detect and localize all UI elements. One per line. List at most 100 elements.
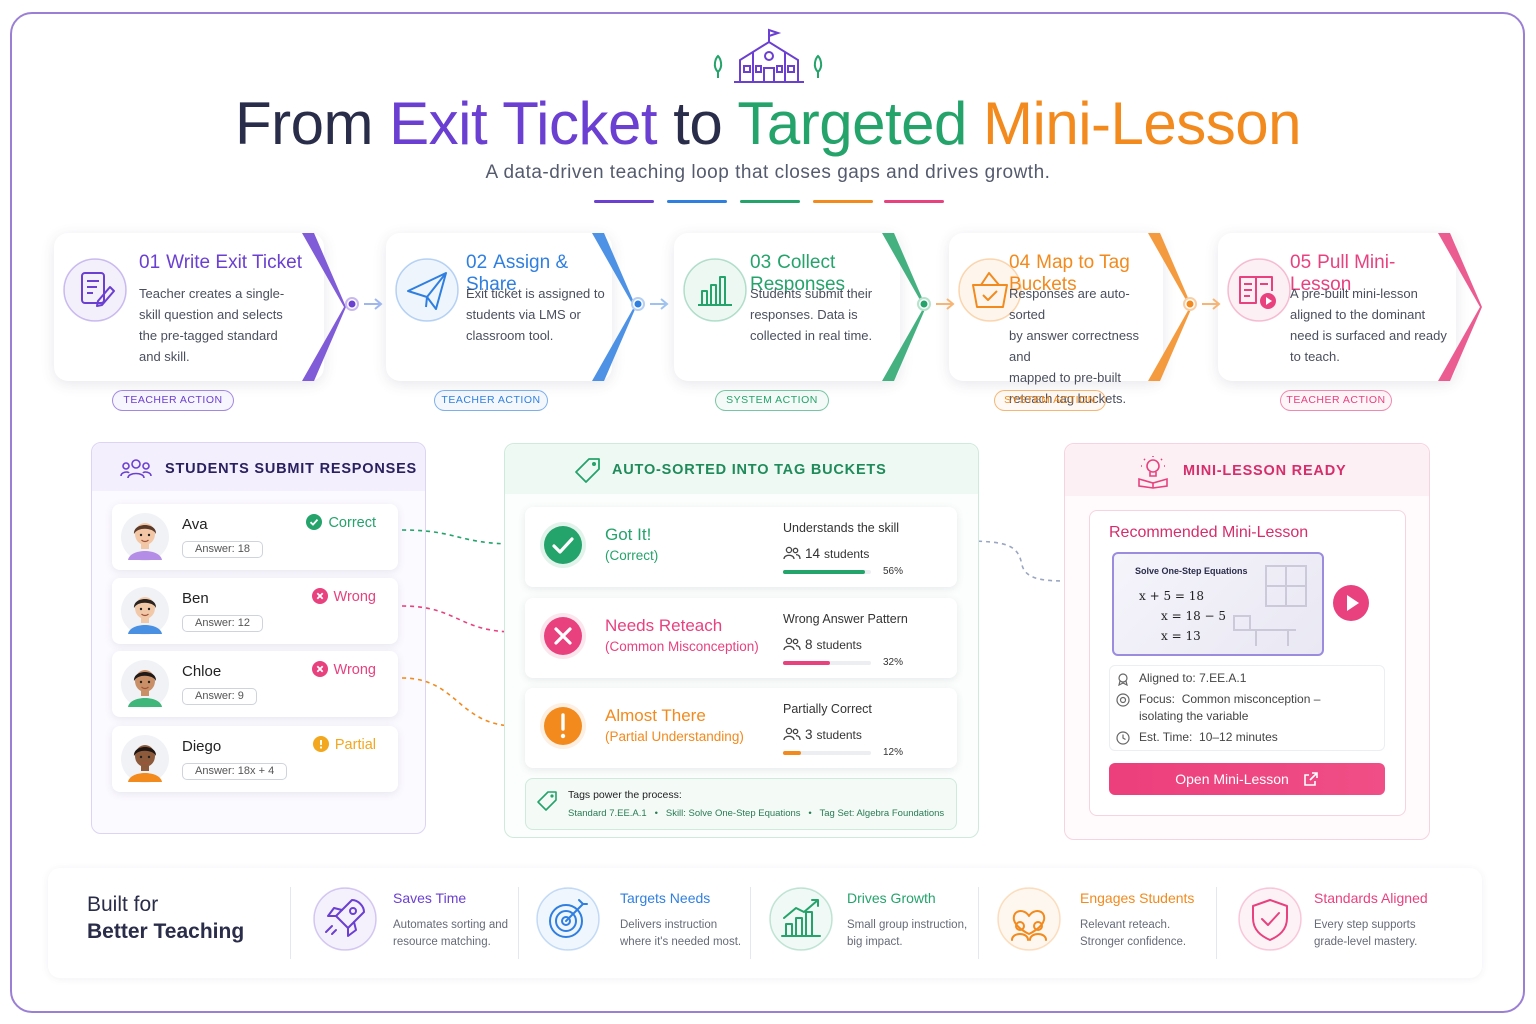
- color-bar-1: [594, 200, 654, 203]
- student-status-label: Partial: [334, 737, 376, 753]
- feature-description: Small group instruction,big impact.: [847, 917, 987, 951]
- step-connector-1: [345, 297, 383, 311]
- tag-bucket: Almost There (Partial Understanding) Par…: [525, 688, 957, 768]
- student-status: Correct: [306, 514, 376, 531]
- step-description-line: mapped to pre-built: [1009, 370, 1122, 385]
- bucket-subtitle: (Partial Understanding): [605, 729, 744, 744]
- open-mini-lesson-label: Open Mini-Lesson: [1175, 771, 1289, 787]
- step-description-line: the pre-tagged standard: [139, 328, 278, 343]
- heart-people-icon: [997, 887, 1061, 951]
- step-chevron: [882, 233, 926, 381]
- time-label: Est. Time:: [1139, 730, 1193, 744]
- avatar: [121, 513, 169, 561]
- feature-description-line: where it's needed most.: [620, 936, 742, 948]
- divider: [978, 887, 979, 959]
- school-icon: [713, 28, 823, 83]
- color-bar-2: [667, 200, 727, 203]
- bucket-description: Understands the skill: [783, 521, 900, 535]
- action-tag: TEACHER ACTION: [1280, 390, 1392, 411]
- student-answer: Answer: 9: [182, 688, 257, 705]
- document-pencil-icon: [63, 258, 127, 322]
- growth-chart-icon: [769, 887, 833, 951]
- step-description-line: classroom tool.: [466, 328, 554, 343]
- step-chevron: [302, 233, 346, 381]
- play-icon[interactable]: [1332, 584, 1370, 622]
- tag-icon: [575, 458, 600, 483]
- rocket-icon: [313, 887, 377, 951]
- equation-1: x + 5 = 18: [1139, 589, 1205, 603]
- student-answer: Answer: 12: [182, 615, 264, 632]
- x-circle-icon: [311, 588, 328, 604]
- color-bars: [594, 200, 944, 206]
- check-circle-icon: [540, 522, 586, 568]
- divider: [750, 887, 751, 959]
- step-title-text: Pull Mini-Lesson: [1290, 252, 1396, 295]
- feature-description-line: resource matching.: [393, 936, 491, 948]
- action-tag: TEACHER ACTION: [112, 390, 234, 411]
- step-description: Teacher creates a single-skill question …: [139, 283, 284, 367]
- bucket-progress-fill: [783, 661, 830, 665]
- step-connector-3: [917, 297, 955, 311]
- feature-title: Engages Students: [1080, 890, 1195, 906]
- student-card: Diego Answer: 18x + 4 Partial: [112, 726, 398, 792]
- tags-line: Standard 7.EE.A.1 • Skill: Solve One-Ste…: [568, 808, 945, 819]
- aligned-label: Aligned to:: [1139, 671, 1196, 685]
- tag-small-icon: [537, 791, 557, 811]
- step-number: 01: [139, 252, 161, 273]
- focus-value-1: Common misconception –: [1181, 692, 1321, 706]
- external-link-icon: [1303, 772, 1318, 786]
- page-title: From Exit Ticket to Targeted Mini-Lesson: [234, 90, 1302, 157]
- basket-check-icon: [958, 258, 1022, 322]
- bucket-title: Almost There: [605, 706, 706, 725]
- step-description-line: collected in real time.: [750, 328, 873, 343]
- divider: [1216, 887, 1217, 959]
- step-number: 03: [750, 252, 772, 273]
- clock-icon: [1116, 731, 1130, 745]
- step-connector-2: [631, 297, 669, 311]
- step-number: 02: [466, 252, 488, 273]
- feature-description-line: Relevant reteach.: [1080, 919, 1171, 931]
- bucket-progress: [783, 661, 871, 665]
- student-status-label: Wrong: [333, 662, 376, 678]
- action-tag: SYSTEM ACTION: [715, 390, 829, 411]
- benefits-bar: [48, 868, 1482, 978]
- lesson-video-thumbnail[interactable]: Solve One-Step Equations x + 5 = 18 x = …: [1112, 552, 1324, 656]
- avatar: [121, 660, 169, 708]
- step-description-line: aligned to the dominant: [1290, 307, 1426, 322]
- student-card: Ava Answer: 18 Correct: [112, 504, 398, 570]
- bucket-percent: 12%: [883, 747, 904, 758]
- step-description-line: to teach.: [1290, 349, 1340, 364]
- x-circle-icon: [540, 613, 586, 659]
- student-status: Wrong: [311, 588, 376, 605]
- bucket-count-label: students: [816, 638, 862, 652]
- bar-chart-icon: [683, 258, 747, 322]
- open-mini-lesson-button[interactable]: Open Mini-Lesson: [1109, 763, 1385, 795]
- feature-description: Relevant reteach.Stronger confidence.: [1080, 917, 1220, 951]
- lesson-details: [1109, 665, 1385, 751]
- step-title-text: Collect Responses: [750, 252, 846, 295]
- buckets-panel-title: AUTO-SORTED INTO TAG BUCKETS: [612, 462, 887, 478]
- action-tag: SYSTEM ACTION: [994, 390, 1106, 411]
- divider: [518, 887, 519, 959]
- tags-box: [525, 778, 957, 830]
- divider: [290, 887, 291, 959]
- student-answer: Answer: 18: [182, 541, 264, 558]
- page-subtitle: A data-driven teaching loop that closes …: [485, 162, 1051, 183]
- student-name: Chloe: [182, 663, 222, 680]
- check-circle-icon: [306, 514, 323, 530]
- student-status-label: Correct: [328, 515, 376, 531]
- bucket-count-label: students: [824, 547, 870, 561]
- bucket-percent: 32%: [883, 657, 904, 668]
- bucket-count-label: students: [816, 728, 862, 742]
- step-chevron: [1438, 233, 1482, 381]
